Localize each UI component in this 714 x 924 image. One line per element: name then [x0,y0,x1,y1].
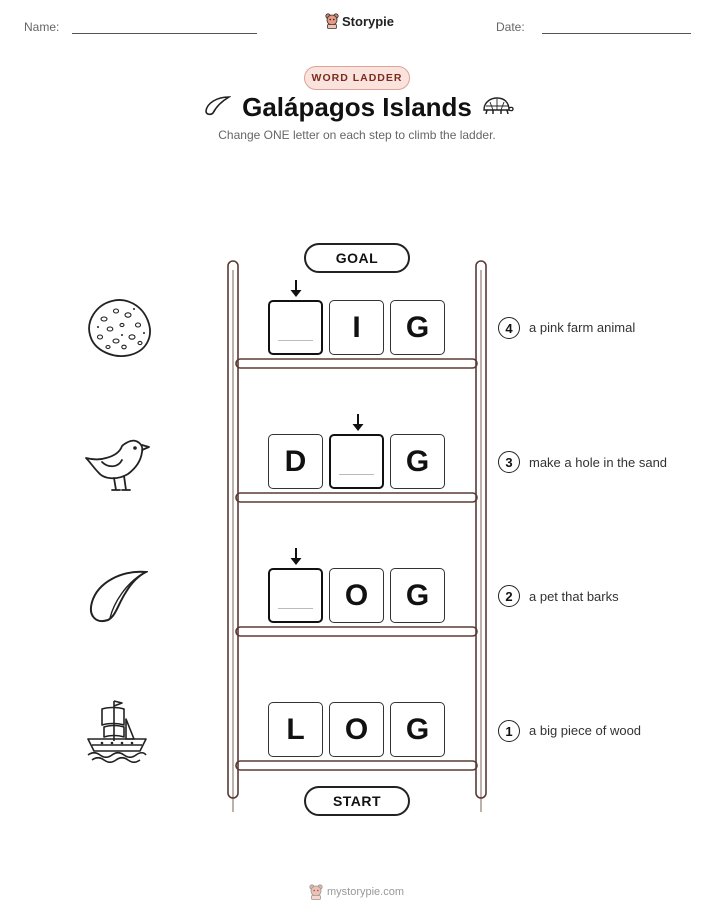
storypie-logo: Storypie [325,13,394,29]
bird-icon [85,439,150,491]
step-number: 2 [498,585,520,607]
footer: mystorypie.com [309,884,404,900]
tooth-icon [205,96,231,116]
date-line[interactable] [542,33,691,34]
date-label: Date: [496,20,525,34]
instructions: Change ONE letter on each step to climb … [218,128,496,142]
letter-input[interactable] [268,568,323,623]
step-number: 3 [498,451,520,473]
letter-input[interactable] [268,300,323,355]
step-number: 1 [498,720,520,742]
page-title: Galápagos Islands [242,92,472,122]
letter-tile: I [329,300,384,355]
footer-url: mystorypie.com [327,886,405,898]
clue-text: a big piece of wood [529,723,642,738]
arrow-down-icon [352,414,364,431]
letter-tile: O [329,702,384,757]
coral-rock-icon [88,299,151,357]
word-ladder-badge: WORD LADDER [304,66,410,90]
tooth-icon [90,570,148,622]
goal-label: GOAL [304,243,410,273]
start-label: START [304,786,410,816]
brand-name: Storypie [342,13,395,29]
letter-input[interactable] [329,434,384,489]
clue-text: a pink farm animal [529,320,636,335]
name-label: Name: [24,20,60,34]
letter-tile: G [390,434,445,489]
letter-tile: D [268,434,323,489]
letter-tile: O [329,568,384,623]
clue-text: a pet that barks [529,589,619,604]
letter-tile: G [390,568,445,623]
letter-tile: L [268,702,323,757]
ship-icon [87,700,147,763]
letter-tile: G [390,702,445,757]
arrow-down-icon [290,548,302,565]
step-number: 4 [498,317,520,339]
tortoise-icon [483,97,514,115]
clue-text: make a hole in the sand [529,455,668,470]
letter-tile: G [390,300,445,355]
bear-icon [325,13,339,29]
arrow-down-icon [290,280,302,297]
name-line[interactable] [72,33,257,34]
bear-icon [309,884,323,900]
